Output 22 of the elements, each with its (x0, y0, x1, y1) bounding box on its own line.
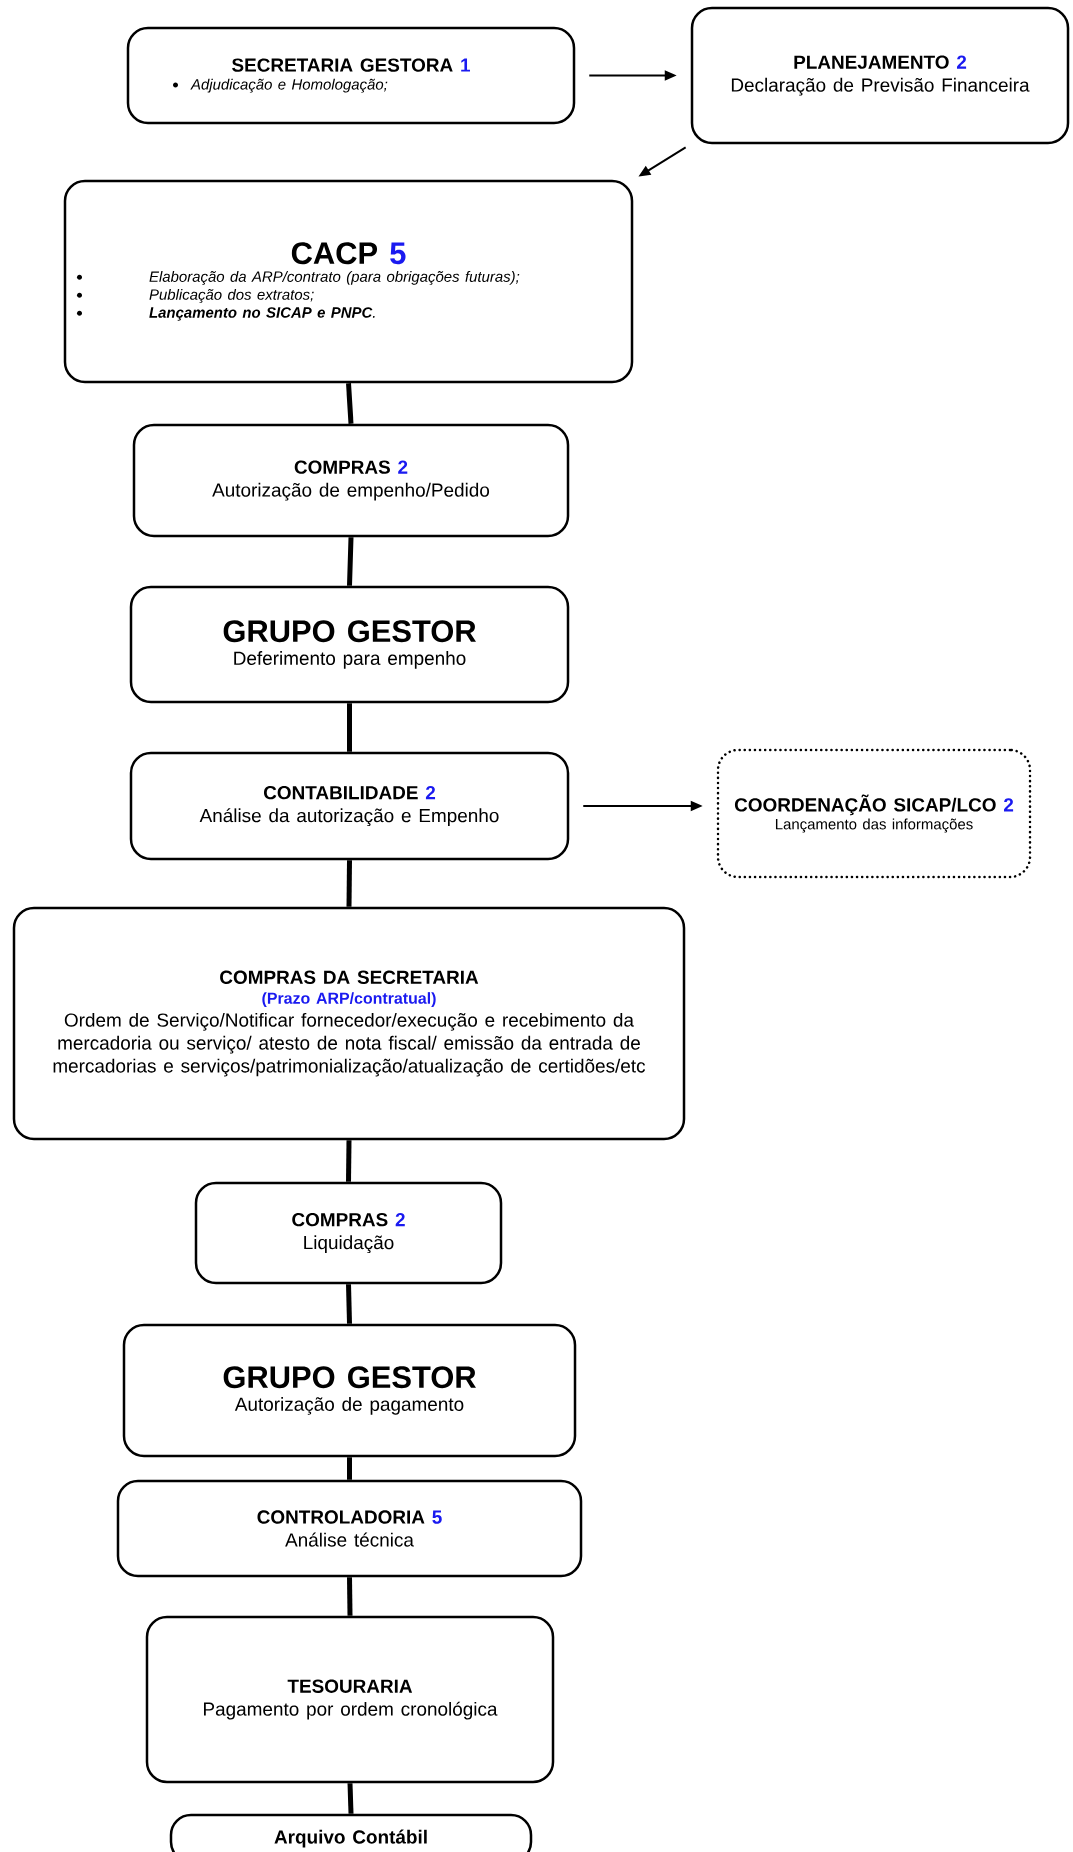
connector-line (347, 537, 354, 586)
connector-line (347, 703, 352, 752)
connector-line (346, 383, 354, 424)
process-box: COMPRAS DA SECRETARIA (Prazo ARP/contratual) Ordem de Serviço/Notificar fornecedor/execução e recebimento da mercadoria ou serviço/ atesto de nota fiscal/ emissão da entrada de mercadorias e serviços/patrimonialização/atualização de certidões/etc (12, 906, 686, 1141)
dotted-box: COORDENAÇÃO SICAP/LCO 2 Lançamento das informações (716, 748, 1032, 879)
connector-line (347, 1457, 352, 1480)
process-box: GRUPO GESTOR Deferimento para empenho (129, 585, 570, 704)
process-box: GRUPO GESTOR Autorização de pagamento (122, 1323, 577, 1458)
connector-line (347, 1577, 353, 1616)
process-box: PLANEJAMENTO 2 Declaração de Previsão Financeira (690, 6, 1070, 145)
process-box: CONTROLADORIA 5 Análise técnica (116, 1479, 583, 1578)
process-box: Arquivo Contábil (169, 1813, 533, 1852)
process-box: CONTABILIDADE 2 Análise da autorização e Empenho (129, 751, 570, 861)
connector-line (346, 1284, 352, 1324)
process-box: CACP 5 Elaboração da ARP/contrato (para obrigações futuras); Publicação dos extratos; Lançamento no SICAP e PNPC. (63, 179, 634, 384)
process-box: COMPRAS 2 Autorização de empenho/Pedido (132, 423, 570, 538)
connector-line (346, 860, 352, 907)
connector-line (347, 1783, 354, 1814)
process-box: TESOURARIA Pagamento por ordem cronológica (145, 1615, 555, 1784)
process-box: COMPRAS 2 Liquidação (194, 1181, 503, 1285)
connector-line (346, 1140, 352, 1182)
process-box: SECRETARIA GESTORA 1 Adjudicação e Homologação; (126, 26, 576, 125)
